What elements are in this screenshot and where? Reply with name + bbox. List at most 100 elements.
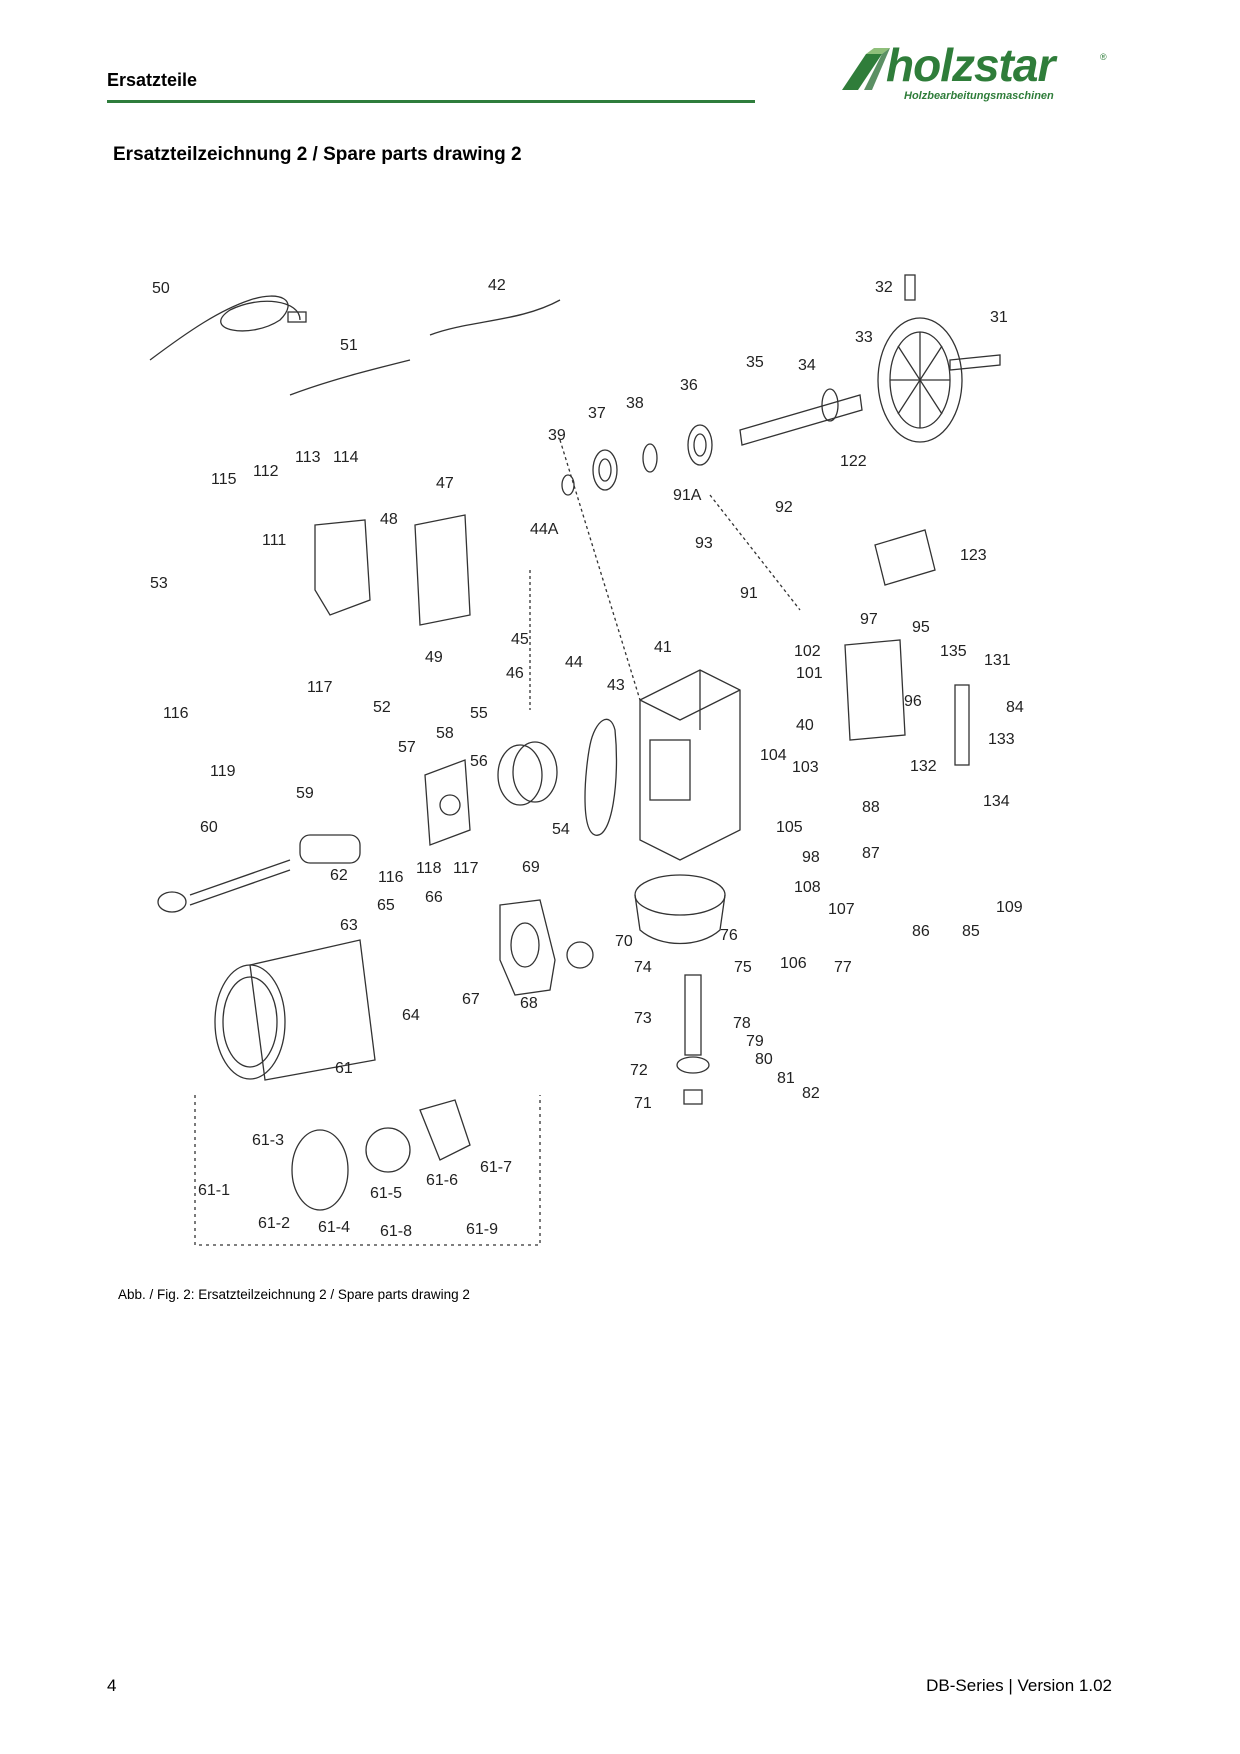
part-label: 52 [373,699,391,716]
part-label: 87 [862,845,880,862]
part-label: 61-9 [466,1221,498,1238]
part-label: 44A [530,521,559,538]
part-label: 113 [295,449,321,466]
part-label: 61-4 [318,1219,350,1236]
part-label: 108 [794,879,821,896]
part-label: 84 [1006,699,1024,716]
part-label: 71 [634,1095,652,1112]
part-label: 32 [875,279,893,296]
part-label: 42 [488,277,506,294]
part-label: 117 [307,679,333,696]
part-label: 54 [552,821,570,838]
part-label: 67 [462,991,480,1008]
part-label: 103 [792,759,819,776]
part-label: 123 [960,547,987,564]
spare-parts-drawing: 50 42 51 32 31 33 35 34 36 37 38 39 115 … [149,274,1024,1246]
part-label: 116 [378,869,404,886]
part-label: 82 [802,1085,820,1102]
part-label: 122 [840,453,867,470]
header-title: Ersatzteile [107,70,198,90]
part-label: 109 [996,899,1023,916]
part-label: 58 [436,725,454,742]
part-label: 68 [520,995,538,1012]
part-label: 79 [746,1033,764,1050]
part-label: 73 [634,1010,652,1027]
logo-wordmark: holzstar [886,39,1055,91]
part-label: 56 [470,753,488,770]
part-label: 36 [680,377,698,394]
part-label: 69 [522,859,540,876]
part-label: 95 [912,619,930,636]
part-label: 47 [436,475,454,492]
part-label: 61-2 [258,1215,290,1232]
part-label: 96 [904,693,922,710]
section-title: Ersatzteilzeichnung 2 / Spare parts draw… [113,144,522,165]
part-label: 77 [834,959,852,976]
brand-logo: holzstar ® Holzbearbeitungsmaschinen [838,39,1118,108]
part-label: 60 [200,819,218,836]
page-number: 4 [107,1676,117,1695]
part-label: 51 [340,337,358,354]
part-label: 61-1 [198,1182,230,1199]
part-label: 63 [340,917,358,934]
part-label: 61-7 [480,1159,512,1176]
part-label: 111 [262,532,286,549]
part-label: 59 [296,785,314,802]
part-label: 55 [470,705,488,722]
logo-subtitle: Holzbearbeitungsmaschinen [904,90,1054,102]
part-label: 41 [654,639,672,656]
part-label: 80 [755,1051,773,1068]
part-label: 57 [398,739,416,756]
part-label: 39 [548,427,566,444]
part-label: 115 [211,471,237,488]
part-label: 114 [333,449,359,466]
part-label: 134 [983,793,1010,810]
logo-registered-mark: ® [1100,52,1107,62]
part-label: 116 [163,705,189,722]
part-label: 101 [796,665,823,682]
part-label: 43 [607,677,625,694]
part-label: 61-3 [252,1132,284,1149]
part-label: 131 [984,652,1011,669]
part-label: 107 [828,901,855,918]
part-label: 98 [802,849,820,866]
part-label: 49 [425,649,443,666]
part-label: 92 [775,499,793,516]
part-label: 65 [377,897,395,914]
part-label: 66 [425,889,443,906]
part-label: 70 [615,933,633,950]
part-label: 53 [150,575,168,592]
part-label: 93 [695,535,713,552]
part-label: 91A [673,487,702,504]
part-label: 34 [798,357,816,374]
part-label: 61-8 [380,1223,412,1240]
part-label: 76 [720,927,738,944]
part-label: 85 [962,923,980,940]
part-label: 48 [380,511,398,528]
part-label: 81 [777,1070,795,1087]
part-label: 35 [746,354,764,371]
part-label: 106 [780,955,807,972]
part-label: 46 [506,665,524,682]
part-label: 119 [210,763,236,780]
part-label: 88 [862,799,880,816]
part-label: 44 [565,654,583,671]
part-label: 33 [855,329,873,346]
part-label: 61 [335,1060,353,1077]
part-label: 61-6 [426,1172,458,1189]
part-label: 31 [990,309,1008,326]
part-label: 104 [760,747,787,764]
part-label: 133 [988,731,1015,748]
part-label: 50 [152,280,170,297]
part-label: 62 [330,867,348,884]
part-label: 97 [860,611,878,628]
part-label: 132 [910,758,937,775]
part-label: 61-5 [370,1185,402,1202]
part-label: 38 [626,395,644,412]
part-label: 118 [416,860,442,877]
part-label: 64 [402,1007,420,1024]
logo-mark-icon [842,48,890,90]
part-label: 37 [588,405,606,422]
part-label: 91 [740,585,758,602]
part-label: 135 [940,643,967,660]
